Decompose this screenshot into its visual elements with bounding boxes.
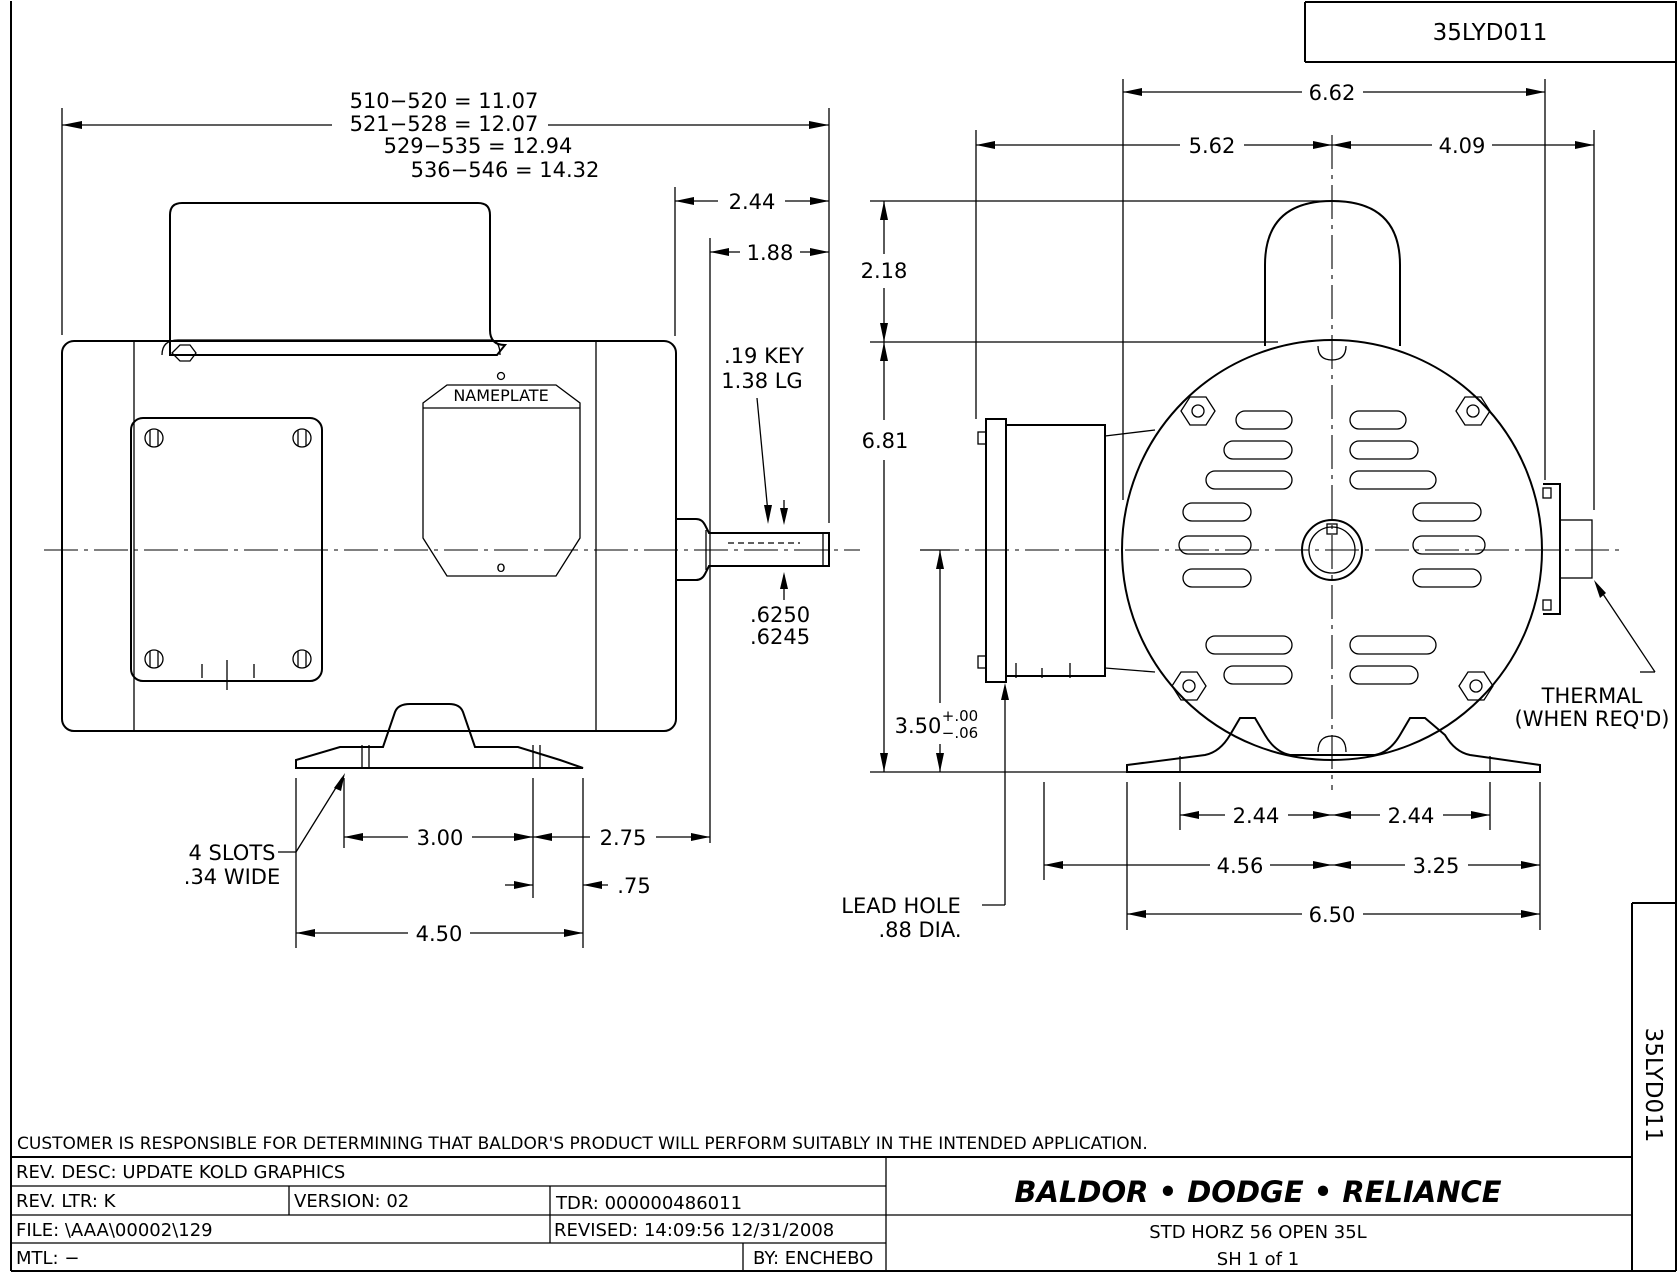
svg-text:o: o <box>496 558 505 576</box>
hex-bolt-icon <box>1171 671 1207 701</box>
mounting-foot-end <box>1126 717 1541 773</box>
screw-icon <box>144 649 164 669</box>
dim-left-half: 5.62 <box>1189 134 1236 158</box>
dim-lead-offset: 4.56 <box>1217 854 1264 878</box>
dim-hole-right: 2.44 <box>1388 804 1435 828</box>
thermal-note-1: THERMAL <box>1541 684 1643 708</box>
title-block <box>11 1156 1632 1271</box>
dim-shaft-extension: 2.44 <box>729 190 776 214</box>
hex-bolt-icon <box>1458 671 1494 701</box>
drawing-border <box>10 1 1677 1272</box>
dim-hole-left: 2.44 <box>1233 804 1280 828</box>
tolerance-minus: −.06 <box>942 724 978 742</box>
lead-hole-note-2: .88 DIA. <box>878 918 961 942</box>
screw-icon <box>292 428 312 448</box>
dim-slot-spacing: 3.00 <box>417 826 464 850</box>
key-note-2: 1.38 LG <box>721 369 802 393</box>
length-dim-4: 536−546 = 14.32 <box>411 158 600 182</box>
mounting-foot <box>295 703 584 769</box>
end-view: 6.62 5.62 4.09 2.18 6.81 3.50 +.00 −.06 <box>841 79 1669 942</box>
tdr-number: TDR: 000000486011 <box>555 1193 742 1214</box>
nameplate <box>422 384 581 577</box>
drawing-number-vertical: 35LYD011 <box>1640 1028 1666 1143</box>
revised-timestamp: REVISED: 14:09:56 12/31/2008 <box>554 1220 834 1241</box>
length-dim-3: 529−535 = 12.94 <box>384 134 573 158</box>
lead-hole-note-1: LEAD HOLE <box>841 894 960 918</box>
rev-description: REV. DESC: UPDATE KOLD GRAPHICS <box>16 1162 345 1183</box>
shaft-dia-max: .6250 <box>750 603 810 627</box>
disclaimer-text: CUSTOMER IS RESPONSIBLE FOR DETERMINING … <box>17 1134 1148 1154</box>
dim-right-base: 3.25 <box>1413 854 1460 878</box>
drawing-description: STD HORZ 56 OPEN 35L <box>1149 1222 1366 1243</box>
slots-note-1: 4 SLOTS <box>188 841 275 865</box>
key-note-1: .19 KEY <box>724 344 804 368</box>
tolerance-plus: +.00 <box>942 707 978 725</box>
capacitor-cover <box>169 202 508 356</box>
sheet-number: SH 1 of 1 <box>1217 1249 1299 1270</box>
capacitor-dome <box>1264 199 1401 346</box>
dim-right-half: 4.09 <box>1439 134 1486 158</box>
thermal-note-2: (WHEN REQ'D) <box>1515 707 1670 731</box>
length-dim-1: 510−520 = 11.07 <box>350 89 539 113</box>
dim-overall-width: 6.62 <box>1309 81 1356 105</box>
motor-body-outline <box>61 340 677 732</box>
material-label: MTL: − <box>16 1248 79 1269</box>
company-logo: BALDOR • DODGE • RELIANCE <box>1014 1175 1501 1209</box>
drawn-by: BY: ENCHEBO <box>753 1248 873 1269</box>
dim-base-width: 6.50 <box>1309 903 1356 927</box>
shaft-dia-min: .6245 <box>750 625 810 649</box>
version-label: VERSION: 02 <box>294 1191 409 1212</box>
length-dim-2: 521−528 = 12.07 <box>350 112 539 136</box>
dim-frame-height: 6.81 <box>862 429 909 453</box>
side-view: NAMEPLATE o 510−520 = 11.07 521−528 = 12… <box>44 89 860 948</box>
file-path: FILE: \AAA\00002\129 <box>16 1220 213 1241</box>
dim-shaft-height: 3.50 <box>895 714 942 738</box>
drawing-number: 35LYD011 <box>1433 20 1548 46</box>
dim-foot-overhang: .75 <box>617 874 650 898</box>
vent-slots <box>1178 345 1486 753</box>
dim-shoulder: 2.75 <box>600 826 647 850</box>
dim-dome-height: 2.18 <box>861 259 908 283</box>
slots-note-2: .34 WIDE <box>184 865 280 889</box>
hex-bolt-icon <box>1180 396 1216 426</box>
screw-icon <box>144 428 164 448</box>
nameplate-label: NAMEPLATE <box>453 386 548 405</box>
dim-foot-length: 4.50 <box>416 922 463 946</box>
screw-icon <box>292 649 312 669</box>
rev-letter: REV. LTR: K <box>16 1191 117 1212</box>
hex-bolt-icon <box>1455 396 1491 426</box>
shaft <box>675 518 830 581</box>
cover-bolt-icon <box>171 344 197 362</box>
dim-key-length: 1.88 <box>747 241 794 265</box>
